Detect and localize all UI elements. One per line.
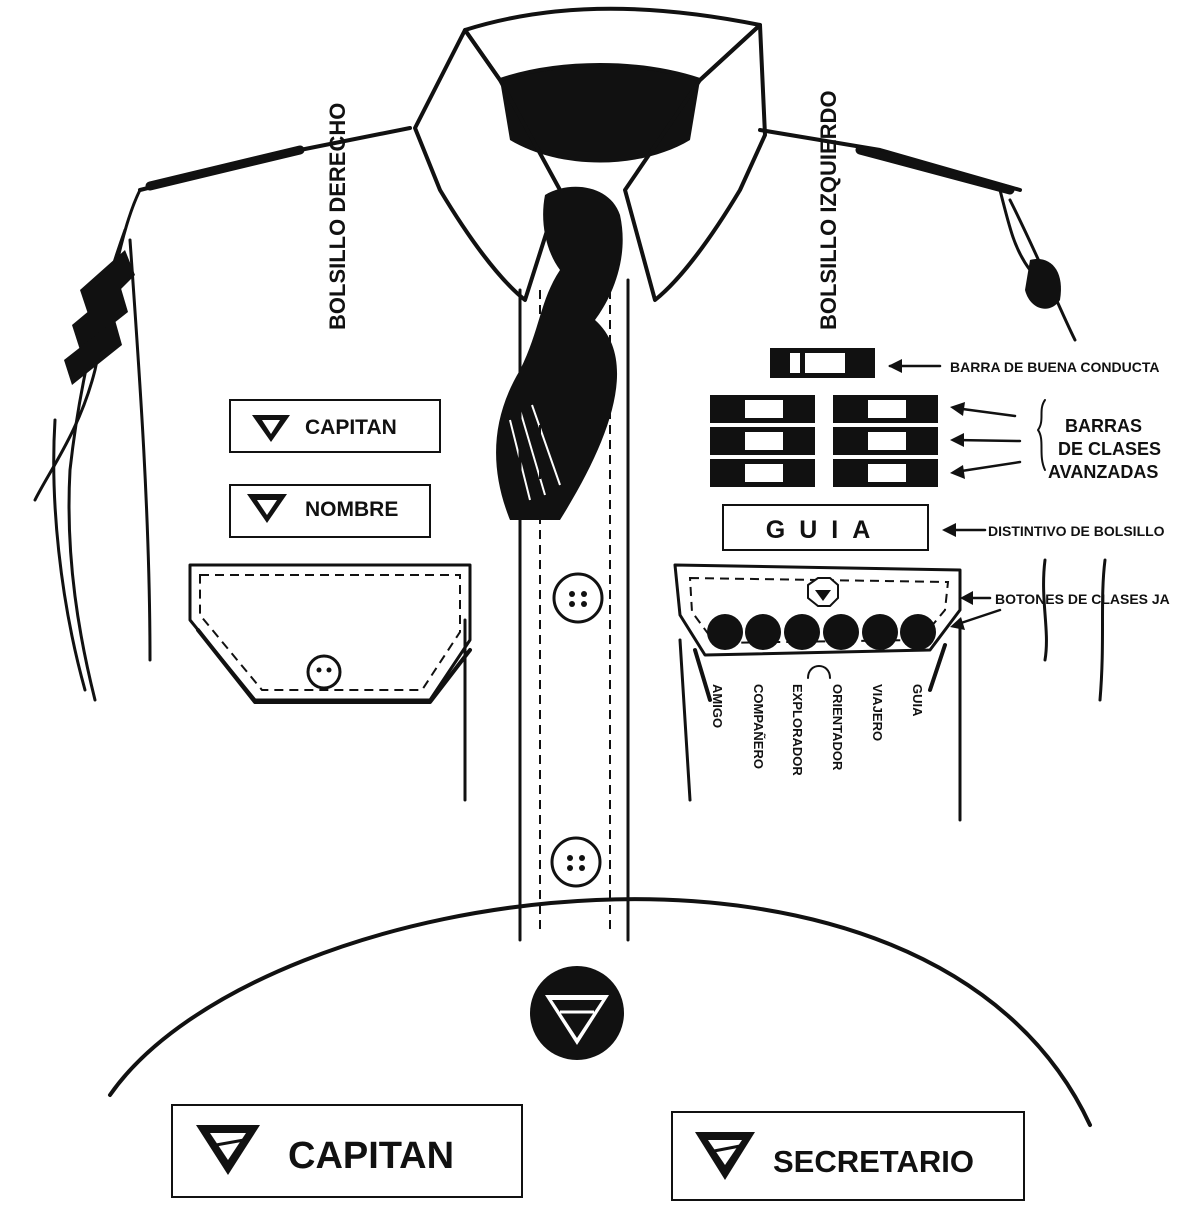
class-buttons-row [707, 614, 936, 678]
badge-nombre-small: NOMBRE [230, 485, 430, 537]
neckerchief [496, 187, 623, 520]
badge-secretario-large: SECRETARIO [672, 1112, 1024, 1200]
class-button-guia [900, 614, 936, 650]
class-button-orientador [823, 614, 859, 650]
arrow-pocket-badge [942, 523, 985, 537]
class-button-companero [745, 614, 781, 650]
class-name-amigo: AMIGO [710, 684, 725, 728]
class-name-companero: COMPAÑERO [751, 684, 766, 769]
class-button-explorador [784, 614, 820, 650]
class-name-explorador: EXPLORADOR [790, 684, 805, 776]
badge-capitan-large: CAPITAN [172, 1105, 522, 1197]
class-name-orientador: ORIENTADOR [830, 684, 845, 771]
good-conduct-bar [770, 348, 875, 378]
good-conduct-label: BARRA DE BUENA CONDUCTA [950, 359, 1159, 375]
sleeve-stripes [64, 250, 135, 385]
svg-text:NOMBRE: NOMBRE [305, 498, 398, 521]
class-button-amigo [707, 614, 743, 650]
arrows-advanced-bars [950, 400, 1045, 479]
pocket-badge-label: DISTINTIVO DE BOLSILLO [988, 523, 1165, 539]
class-buttons-label: BOTONES DE CLASES JA [995, 591, 1170, 607]
right-pocket [190, 565, 470, 702]
shirt-button-bottom [552, 838, 600, 886]
class-name-guia: GUIA [910, 684, 925, 717]
left-pocket-label: BOLSILLO IZQUIERDO [816, 90, 841, 330]
class-name-viajero: VIAJERO [870, 684, 885, 741]
right-pocket-label: BOLSILLO DERECHO [325, 103, 350, 330]
arrow-good-conduct [888, 359, 940, 373]
shirt-button-top [554, 574, 602, 622]
advanced-bars-label-3: AVANZADAS [1048, 462, 1158, 482]
advanced-bars-label-1: BARRAS [1065, 416, 1142, 436]
advanced-class-bars [710, 395, 938, 487]
svg-text:SECRETARIO: SECRETARIO [773, 1144, 974, 1179]
badge-capitan-small: CAPITAN [230, 400, 440, 452]
arrows-class-buttons [950, 591, 1000, 630]
insignia-emblem [530, 966, 624, 1060]
sleeve-patch [1025, 259, 1061, 309]
class-button-viajero [862, 614, 898, 650]
advanced-bars-label-2: DE CLASES [1058, 439, 1161, 459]
svg-text:CAPITAN: CAPITAN [305, 416, 397, 439]
svg-text:CAPITAN: CAPITAN [288, 1135, 454, 1177]
class-buttons-emblem [808, 578, 838, 606]
svg-text:GUIA: GUIA [766, 516, 885, 544]
guide-badge: GUIA [723, 505, 928, 550]
